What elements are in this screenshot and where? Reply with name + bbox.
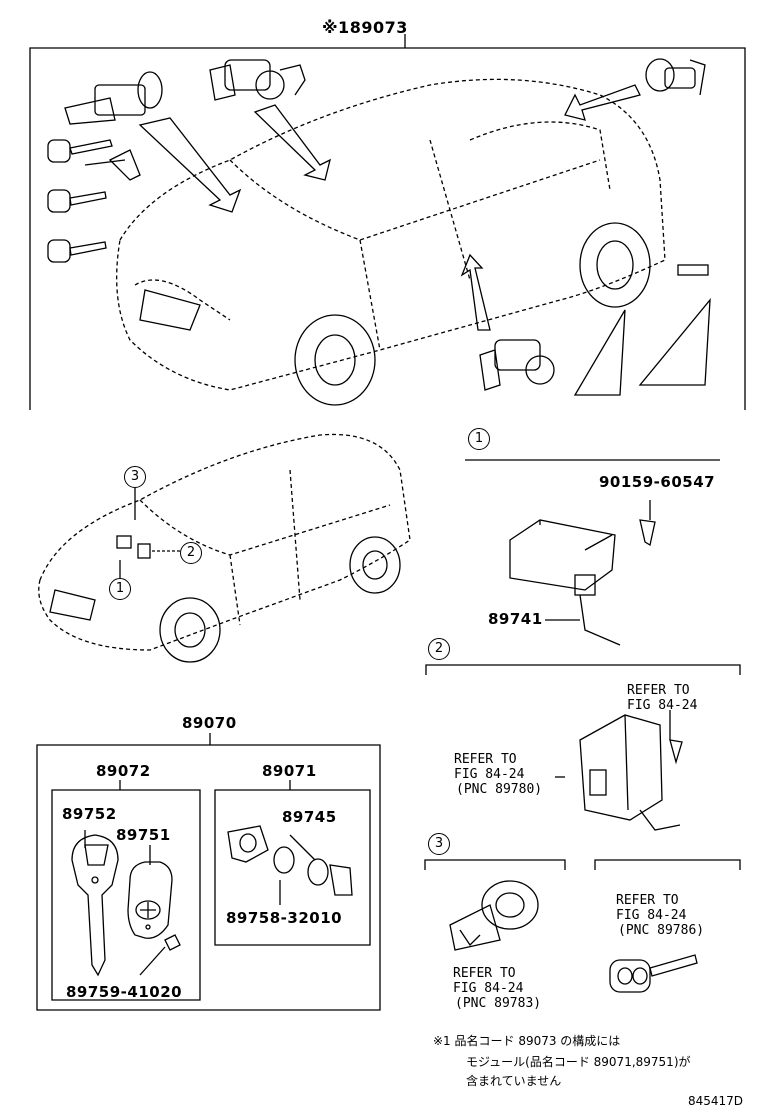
callout-1[interactable]: 1 <box>109 578 131 600</box>
refer-to-label-c1: REFER TO <box>453 966 516 981</box>
top-frame <box>29 47 746 410</box>
door-lock-cylinder-right-drawing <box>645 58 706 96</box>
part-number-89072[interactable]: 89072 <box>96 762 151 780</box>
top-car-drawing <box>116 78 666 391</box>
part-number-89759-41020[interactable]: 89759-41020 <box>66 983 183 1001</box>
figure-id: 845417D <box>688 1094 744 1108</box>
part-number-89741[interactable]: 89741 <box>488 610 543 628</box>
key-cylinder-set-drawing <box>47 71 163 263</box>
refer-to-label-b1: REFER TO <box>454 752 517 767</box>
part-number-89071[interactable]: 89071 <box>262 762 317 780</box>
callout-2[interactable]: 2 <box>180 542 202 564</box>
part-number-90159-60547[interactable]: 90159-60547 <box>599 473 716 491</box>
ecu-module-1-drawing <box>509 519 656 646</box>
footnote-line-3: 含まれていません <box>466 1074 562 1088</box>
refer-to-label-d2[interactable]: FIG 84-24 <box>616 908 687 923</box>
refer-to-label-a2[interactable]: FIG 84-24 <box>627 698 698 713</box>
spare-parts-wedges <box>573 264 711 396</box>
middle-car-drawing <box>38 433 411 651</box>
part-number-89751[interactable]: 89751 <box>116 826 171 844</box>
footnote-line-2: モジュール(品名コード 89071,89751)が <box>466 1055 691 1069</box>
part-number-89070[interactable]: 89070 <box>182 714 237 732</box>
refer-to-label-c2[interactable]: FIG 84-24 <box>453 981 524 996</box>
section-marker-2: 2 <box>428 638 450 660</box>
refer-to-label-b2[interactable]: FIG 84-24 <box>454 767 525 782</box>
key-fob-drawing <box>127 861 181 976</box>
header-part-code: ※189073 <box>322 18 408 37</box>
part-number-89745[interactable]: 89745 <box>282 808 337 826</box>
key-section3-drawing <box>609 954 698 993</box>
callout-3[interactable]: 3 <box>124 466 146 488</box>
ignition-cylinder-drawing <box>209 59 306 101</box>
section-marker-3: 3 <box>428 833 450 855</box>
arrows-top <box>138 84 641 331</box>
footnote-line-1: ※1 品名コード 89073 の構成には <box>433 1034 621 1048</box>
refer-to-label-d1: REFER TO <box>616 893 679 908</box>
key-fob-module-parts-drawing <box>227 825 353 905</box>
refer-to-label-d3: (PNC 89786) <box>618 923 705 938</box>
refer-to-label-b3: (PNC 89780) <box>456 782 543 797</box>
transponder-key-drawing <box>71 834 119 977</box>
ecu-module-2-drawing <box>579 714 683 831</box>
part-number-89758-32010[interactable]: 89758-32010 <box>226 909 343 927</box>
refer-to-label-a1: REFER TO <box>627 683 690 698</box>
immobilizer-coil-drawing <box>449 880 539 951</box>
door-lock-cylinder-bottom-drawing <box>479 339 555 391</box>
refer-to-label-c3: (PNC 89783) <box>455 996 542 1011</box>
part-number-89752[interactable]: 89752 <box>62 805 117 823</box>
section-marker-1: 1 <box>468 428 490 450</box>
